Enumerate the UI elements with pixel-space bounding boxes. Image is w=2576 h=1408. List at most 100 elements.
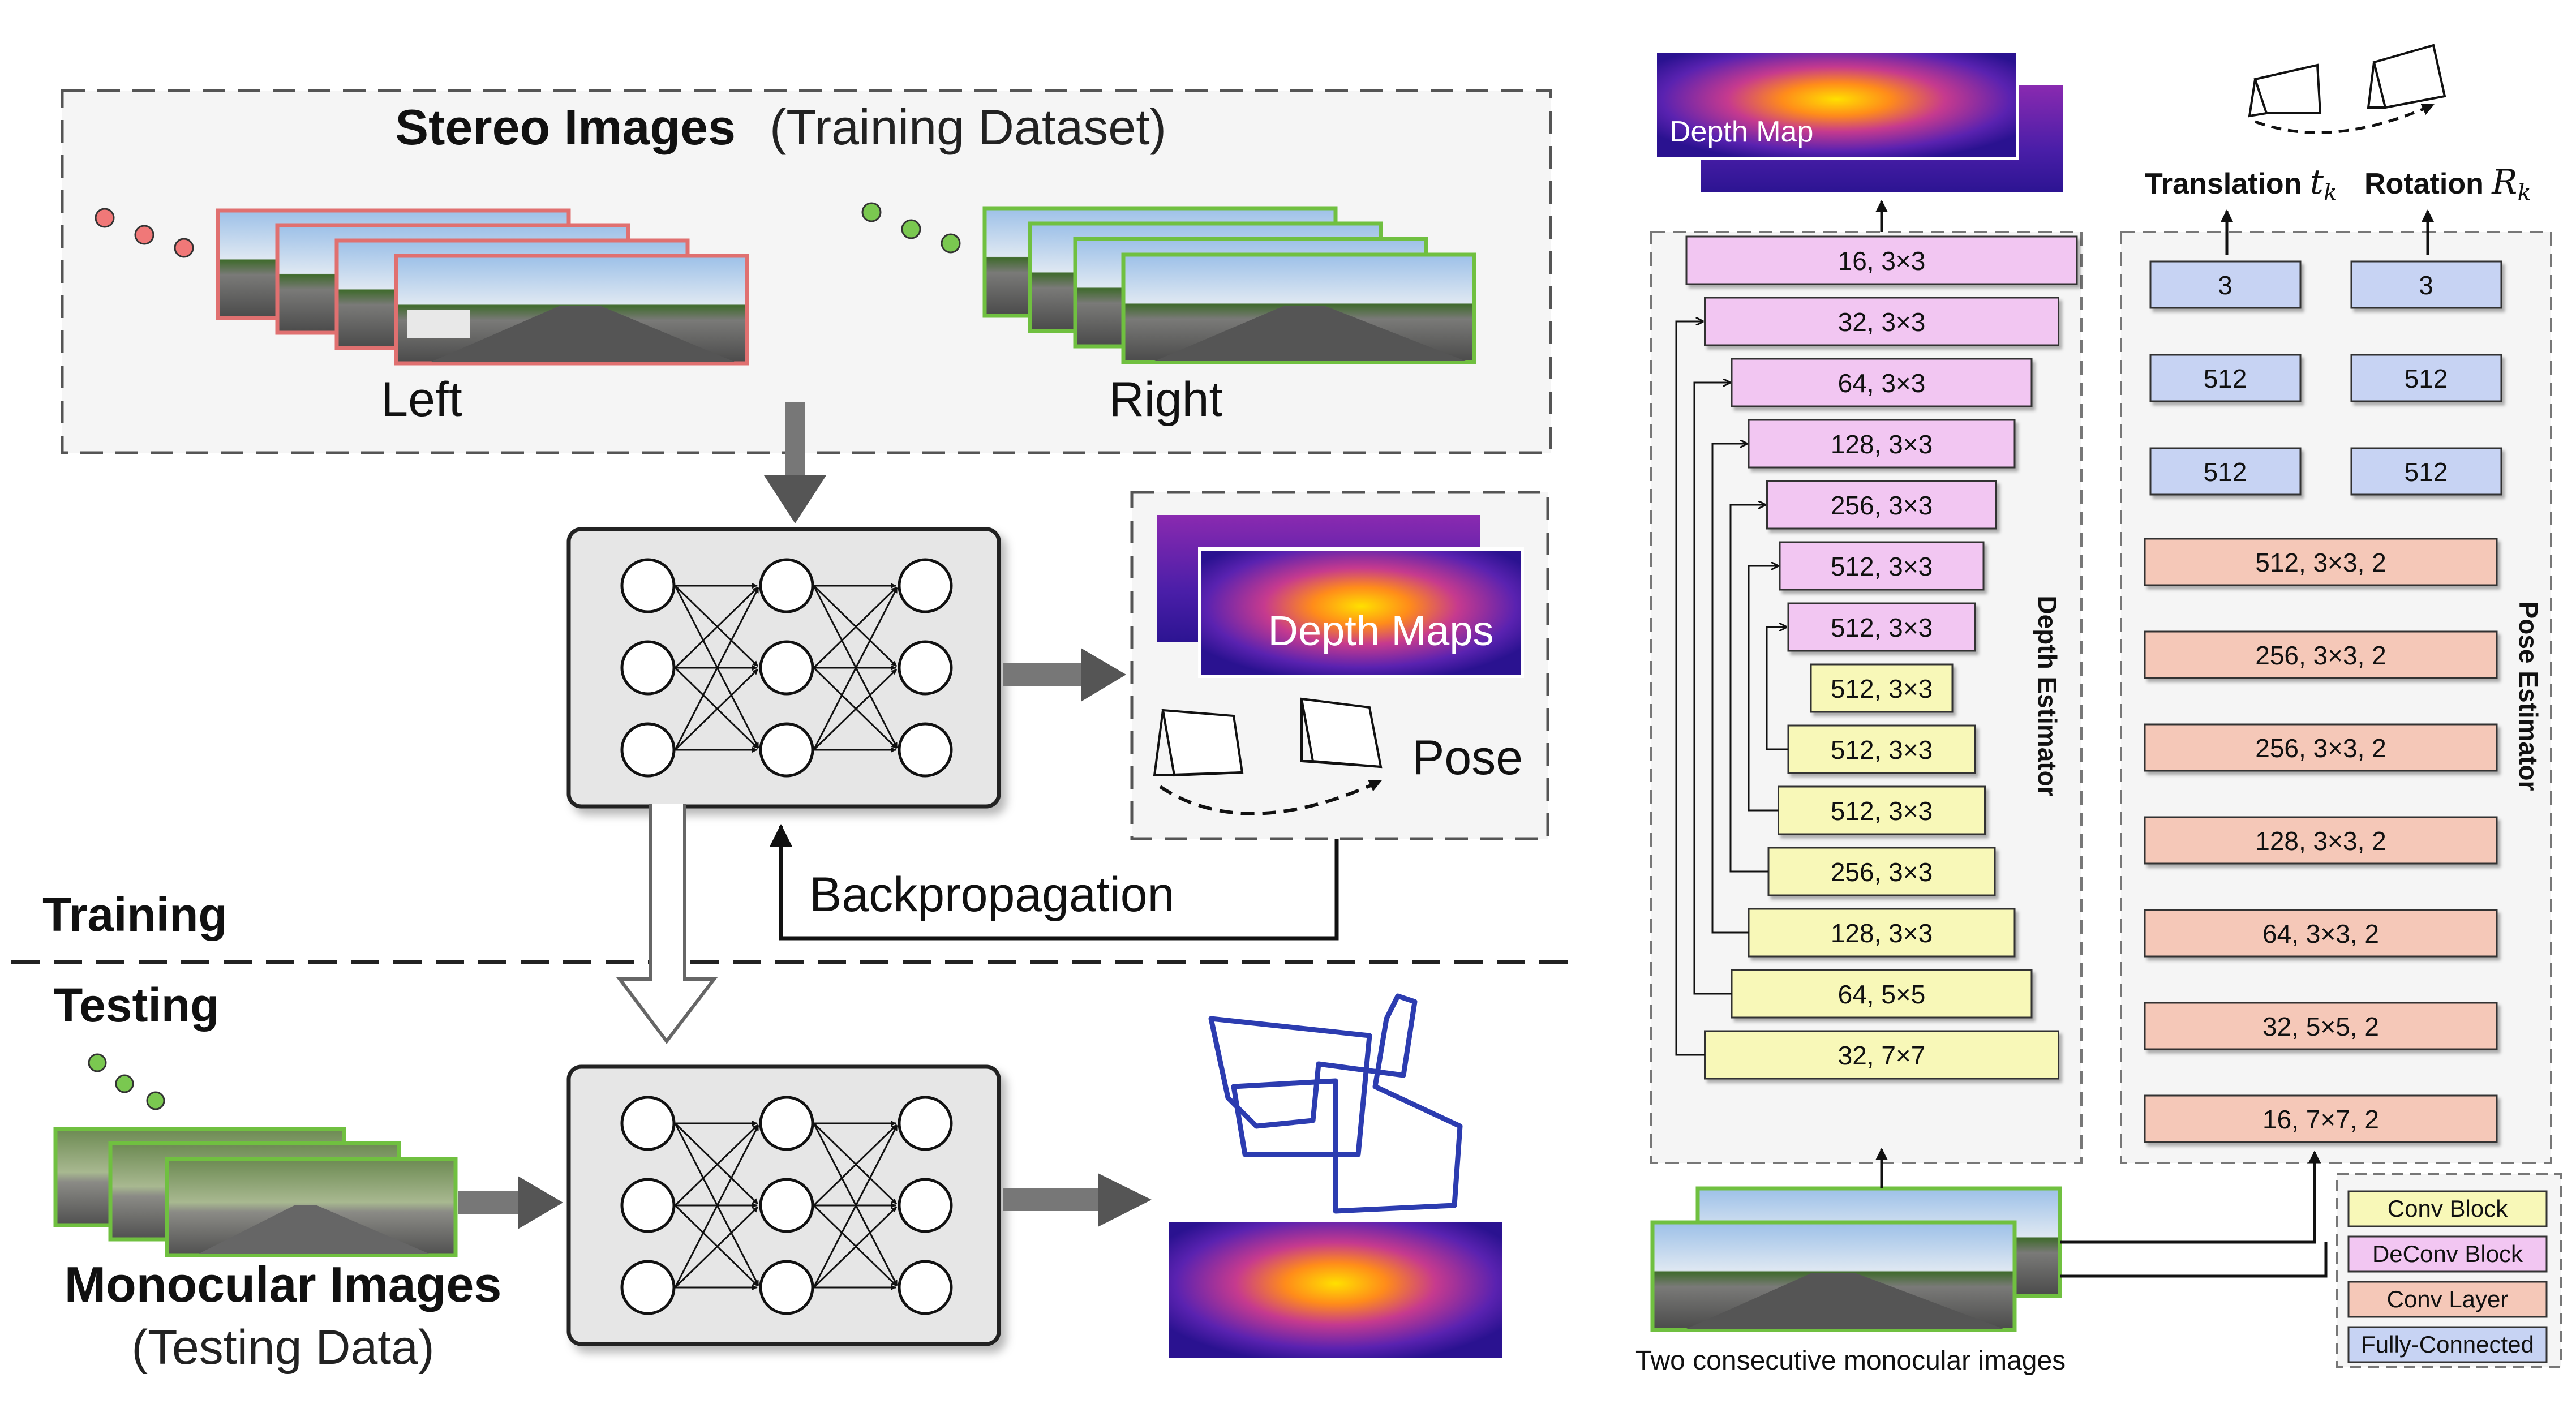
right-sequence-dots [861,202,961,254]
network-edge [674,585,759,749]
network-edge [813,1124,898,1207]
network-edge [674,1124,759,1288]
backprop-label: Backpropagation [809,868,1174,922]
rotation-label: Rotation Rk [2364,162,2531,206]
legend-label: Fully-Connected [2361,1331,2534,1358]
stereo-images-panel: Stereo Images (Training Dataset) Left [61,89,1552,454]
skip-connection-line [1729,505,1768,873]
network-node [620,640,676,696]
network-edge [813,587,898,750]
skip-connection-line [1675,321,1705,1056]
top-depth-map-label: Depth Map [1669,115,1813,148]
depth-layer-block [1685,235,2078,285]
right-image-stack [982,206,1476,364]
network-edge [674,586,759,669]
input-caption: Two consecutive monocular images [1635,1346,2066,1376]
top-pose-arc [2255,103,2435,134]
network-edge [813,667,898,749]
pose-conv-label: 256, 3×3, 2 [2255,733,2386,763]
pose-fc-label: 3 [2419,271,2433,300]
legend-label: DeConv Block [2372,1240,2523,1267]
pose-fc-label: 512 [2405,364,2448,393]
skip-connection-line [1748,566,1779,812]
depth-layer-label: 128, 3×3 [1831,918,1933,948]
training-network [566,527,1001,809]
network-node [759,1178,814,1233]
network-edge [813,586,898,669]
pose-fc-label: 512 [2405,457,2448,487]
input-image-pair [1650,1186,2062,1332]
network-node [620,722,676,778]
right-label: Right [1109,372,1223,427]
legend-label: Conv Block [2388,1195,2508,1222]
arrow-network-to-predictions [1003,1173,1152,1227]
depth-layer-block [1704,297,2059,346]
pose-estimator-label: Pose Estimator [2514,602,2543,791]
network-node [898,640,953,696]
pose-fc-block [2350,260,2502,309]
network-edge [674,1124,759,1207]
depth-layer-block [1787,724,1976,774]
pose-conv-label: 32, 5×5, 2 [2262,1012,2379,1041]
pose-conv-label: 256, 3×3, 2 [2255,641,2386,670]
depth-layer-label: 64, 5×5 [1838,980,1926,1009]
pose-label: Pose [1412,731,1523,785]
network-node [620,1096,676,1151]
depth-layer-block [1767,847,1996,896]
network-node [759,1260,814,1315]
pose-fc-label: 3 [2218,271,2232,300]
arrow-stereo-to-network [764,402,826,523]
depth-layer-block [1748,908,2016,958]
network-edge [813,1123,898,1286]
pose-conv-label: 128, 3×3, 2 [2255,826,2386,856]
network-edge [674,1206,759,1289]
depth-layer-block [1731,358,2033,407]
network-edge [674,1122,759,1205]
skip-connection-line [1766,627,1788,750]
depth-layer-block [1787,602,1976,652]
network-node [620,558,676,613]
network-node [620,1178,676,1233]
backpropagation-arrow: Backpropagation [770,824,1339,941]
skip-connection-line [1693,383,1732,995]
depth-layer-block [1810,663,1954,713]
network-node [898,558,953,613]
legend-swatch [2347,1235,2548,1273]
network-edge [674,1204,759,1287]
pose-conv-block [2144,816,2498,865]
depth-maps-label: Depth Maps [1268,607,1494,654]
network-node [620,1260,676,1315]
network-node [759,640,814,696]
network-edge [674,585,759,667]
network-node [759,558,814,613]
monocular-title: Monocular Images [65,1256,502,1312]
depth-layer-label: 512, 3×3 [1831,796,1933,826]
network-edge [813,1204,898,1287]
depth-layer-block [1766,480,1997,530]
network-edge [674,668,759,751]
depth-layer-label: 512, 3×3 [1831,552,1933,581]
stereo-title-rest: (Training Dataset) [770,99,1166,155]
pose-conv-label: 64, 3×3, 2 [2262,919,2379,948]
training-label: Training [42,888,227,941]
pose-fc-label: 512 [2204,364,2247,393]
pose-fc-block [2149,260,2302,309]
pose-conv-block [2144,723,2498,772]
pose-conv-block [2144,538,2498,586]
arrow-network-to-outputs [1003,648,1126,702]
pose-conv-block [2144,909,2498,958]
depth-layer-block [1704,1030,2059,1080]
translation-label: Translation tk [2145,162,2337,206]
depth-layer-block [1778,785,1986,835]
network-node [898,1096,953,1151]
monocular-sequence-dots [88,1053,165,1110]
legend-swatch [2347,1190,2548,1227]
monocular-subtitle: (Testing Data) [131,1320,434,1375]
depth-layer-block [1731,969,2033,1019]
depth-layer-label: 64, 3×3 [1838,368,1926,398]
legend-swatch [2347,1326,2548,1363]
legend-label: Conv Layer [2387,1286,2509,1312]
